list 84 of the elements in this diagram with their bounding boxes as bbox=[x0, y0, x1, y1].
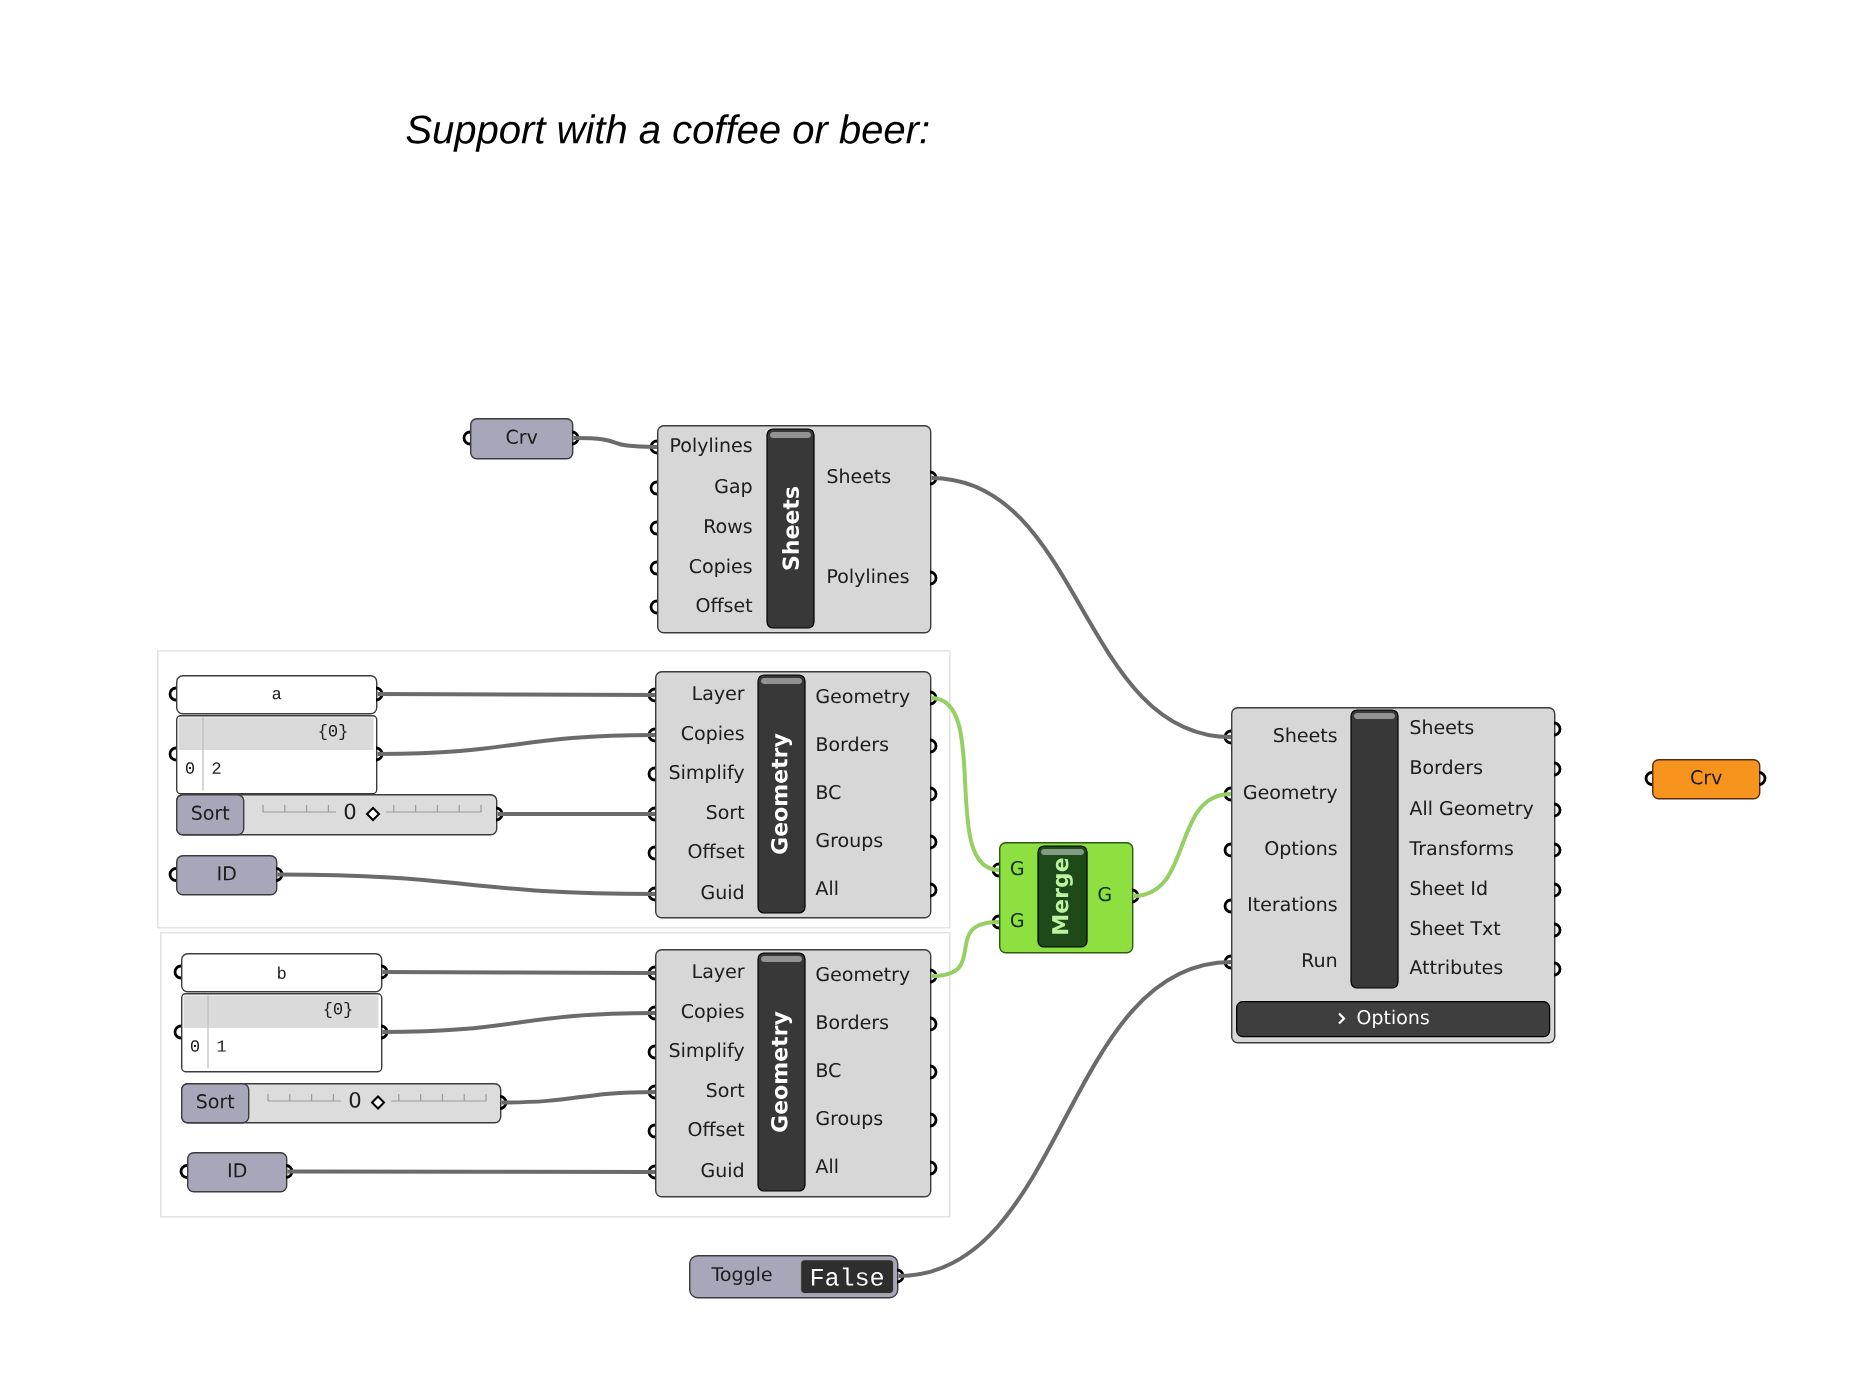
input-label: Guid bbox=[701, 1162, 743, 1178]
panel-box: b bbox=[181, 953, 383, 993]
wire bbox=[898, 960, 1232, 1278]
input-label: Sort bbox=[706, 804, 745, 820]
input-label: Simplify bbox=[669, 764, 745, 783]
title-bar: Geometry bbox=[757, 674, 806, 914]
toggle-label: Toggle bbox=[711, 1266, 772, 1285]
slider-label: Sort bbox=[176, 794, 245, 836]
param-box: ID bbox=[176, 855, 278, 896]
wire bbox=[501, 1090, 656, 1105]
input-label: Sheets bbox=[1274, 727, 1337, 743]
panel-box: a bbox=[176, 675, 378, 715]
slider-label: Sort bbox=[181, 1083, 250, 1124]
wire bbox=[377, 692, 655, 697]
input-label: Options bbox=[1265, 840, 1337, 859]
output-label: Sheets bbox=[1410, 719, 1474, 735]
input-label: Gap bbox=[715, 478, 752, 497]
options-button: Options bbox=[1236, 1001, 1551, 1038]
input-label: Guid bbox=[701, 884, 743, 900]
wire bbox=[931, 920, 1000, 978]
input-label: Sort bbox=[706, 1082, 745, 1098]
group-box bbox=[157, 650, 951, 929]
input-label: Polylines bbox=[671, 437, 752, 456]
index-label: 0 bbox=[190, 1040, 200, 1052]
output-label: Sheets bbox=[827, 468, 891, 484]
slider-value: 0 bbox=[344, 803, 356, 820]
input-label: Offset bbox=[696, 597, 753, 613]
wire bbox=[930, 696, 1000, 872]
value-label: 1 bbox=[217, 1040, 226, 1052]
output-label: All bbox=[815, 880, 838, 895]
index-label: 0 bbox=[185, 762, 195, 774]
path-label: {0} bbox=[319, 724, 347, 740]
input-label: Layer bbox=[693, 686, 745, 704]
output-label: Borders bbox=[817, 736, 889, 752]
input-label: Geometry bbox=[1243, 784, 1338, 803]
wire bbox=[382, 1011, 656, 1034]
input-label: Copies bbox=[689, 558, 752, 577]
input-label: Copies bbox=[681, 1003, 744, 1022]
title-bar: Merge bbox=[1037, 845, 1088, 948]
input-label: G bbox=[1010, 912, 1024, 928]
output-label: BC bbox=[817, 1062, 841, 1078]
param-box: ID bbox=[187, 1152, 288, 1193]
wire bbox=[382, 970, 655, 975]
output-label: All bbox=[815, 1158, 838, 1173]
slider-value: 0 bbox=[349, 1091, 361, 1108]
value-label: 2 bbox=[212, 762, 221, 774]
toggle-value: False bbox=[800, 1259, 895, 1295]
input-label: Layer bbox=[693, 964, 745, 982]
note-text: Support with a coffee or beer: bbox=[406, 114, 929, 152]
output-label: G bbox=[1098, 886, 1111, 902]
output-label: Groups bbox=[816, 1110, 883, 1129]
output-label: Geometry bbox=[816, 688, 910, 707]
output-label: Geometry bbox=[816, 966, 910, 985]
output-label: Sheet Txt bbox=[1410, 920, 1501, 936]
wire bbox=[573, 436, 658, 449]
output-label: Groups bbox=[816, 832, 883, 851]
output-label: Transforms bbox=[1409, 840, 1513, 856]
input-label: G bbox=[1010, 860, 1024, 876]
output-label: Borders bbox=[817, 1014, 889, 1030]
group-box bbox=[160, 932, 951, 1218]
input-label: Offset bbox=[688, 1121, 745, 1137]
output-label: Polylines bbox=[828, 568, 909, 587]
output-label: BC bbox=[817, 784, 841, 800]
title-bar: Geometry bbox=[757, 952, 806, 1192]
input-label: Run bbox=[1303, 953, 1337, 968]
wire bbox=[287, 1169, 655, 1174]
output-label: Borders bbox=[1411, 759, 1483, 775]
path-label: {0} bbox=[324, 1002, 352, 1018]
wire bbox=[377, 733, 656, 756]
input-label: Copies bbox=[681, 725, 744, 744]
output-label: Attributes bbox=[1409, 959, 1503, 975]
param-box: Crv bbox=[1652, 759, 1761, 800]
param-box: Crv bbox=[470, 418, 574, 460]
input-label: Simplify bbox=[669, 1042, 745, 1061]
wire bbox=[1133, 792, 1232, 898]
output-label: Sheet Id bbox=[1410, 880, 1487, 896]
wire bbox=[497, 812, 655, 816]
output-label: All Geometry bbox=[1409, 800, 1534, 819]
input-label: Iterations bbox=[1249, 896, 1337, 912]
wire bbox=[931, 476, 1232, 739]
input-label: Offset bbox=[688, 843, 745, 859]
title-bar: Sheets bbox=[766, 428, 815, 629]
input-label: Rows bbox=[705, 519, 752, 534]
wire bbox=[277, 872, 656, 896]
